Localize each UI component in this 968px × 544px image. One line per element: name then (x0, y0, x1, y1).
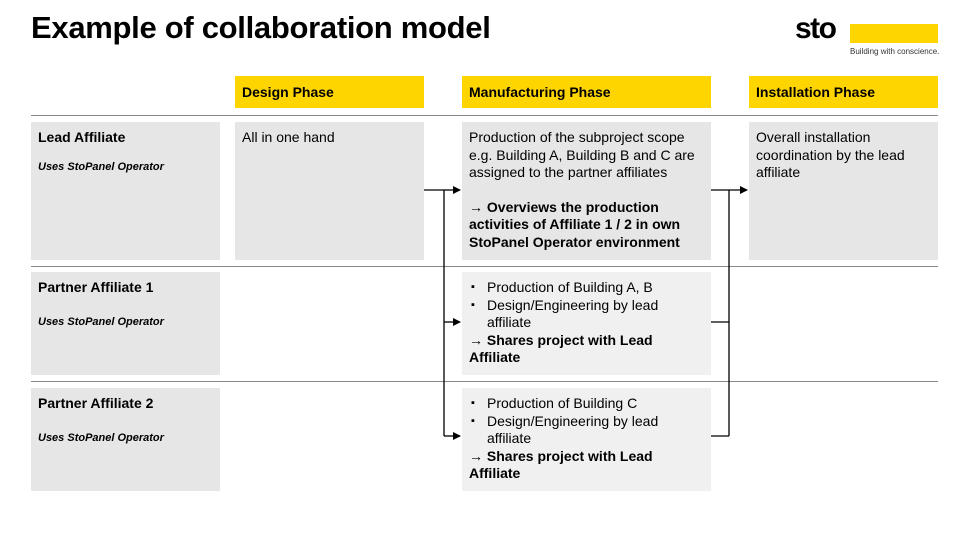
lead-design-box: All in one hand (235, 122, 424, 260)
list-item: Design/Engineering by lead affiliate (469, 297, 704, 332)
separator-row1 (31, 266, 938, 267)
lead-affiliate-sub: Uses StoPanel Operator (38, 160, 164, 173)
sto-logo: sto (795, 12, 837, 45)
partner2-bullets: Production of Building C Design/Engineer… (469, 395, 704, 448)
separator-header (31, 115, 938, 116)
lead-installation-box: Overall installation coordination by the… (749, 122, 938, 260)
partner2-label-box: Partner Affiliate 2 Uses StoPanel Operat… (31, 388, 220, 491)
partner1-shares-text: → Shares project with Lead Affiliate (469, 331, 653, 366)
installation-phase-header: Installation Phase (749, 76, 938, 108)
design-to-manufacturing-connector (424, 186, 461, 440)
lead-affiliate-name: Lead Affiliate (38, 129, 126, 145)
partner1-name: Partner Affiliate 1 (38, 279, 154, 295)
lead-design-text: All in one hand (242, 129, 335, 145)
partner1-bullets: Production of Building A, B Design/Engin… (469, 279, 704, 332)
partner2-sub: Uses StoPanel Operator (38, 431, 164, 444)
logo-tagline: Building with conscience. (850, 47, 940, 56)
lead-manufacturing-text: Production of the subproject scope e.g. … (469, 129, 695, 180)
lead-manufacturing-box: Production of the subproject scope e.g. … (462, 122, 711, 260)
design-phase-header: Design Phase (235, 76, 424, 108)
logo-yellow-bar (850, 24, 938, 43)
partner2-name: Partner Affiliate 2 (38, 395, 154, 411)
page-title: Example of collaboration model (31, 10, 491, 45)
partner2-shares-text: → Shares project with Lead Affiliate (469, 447, 653, 482)
list-item: Design/Engineering by lead affiliate (469, 413, 704, 448)
manufacturing-to-installation-connector (711, 186, 748, 437)
lead-manufacturing-bold: → Overviews the production activities of… (469, 198, 681, 250)
separator-row2 (31, 381, 938, 382)
lead-affiliate-label-box: Lead Affiliate Uses StoPanel Operator (31, 122, 220, 260)
lead-installation-text: Overall installation coordination by the… (756, 129, 905, 180)
list-item: Production of Building C (469, 395, 704, 413)
list-item: Production of Building A, B (469, 279, 704, 297)
partner1-sub: Uses StoPanel Operator (38, 315, 164, 328)
manufacturing-phase-header: Manufacturing Phase (462, 76, 711, 108)
partner1-label-box: Partner Affiliate 1 Uses StoPanel Operat… (31, 272, 220, 375)
partner2-manufacturing-box: Production of Building C Design/Engineer… (462, 388, 711, 491)
partner1-manufacturing-box: Production of Building A, B Design/Engin… (462, 272, 711, 375)
